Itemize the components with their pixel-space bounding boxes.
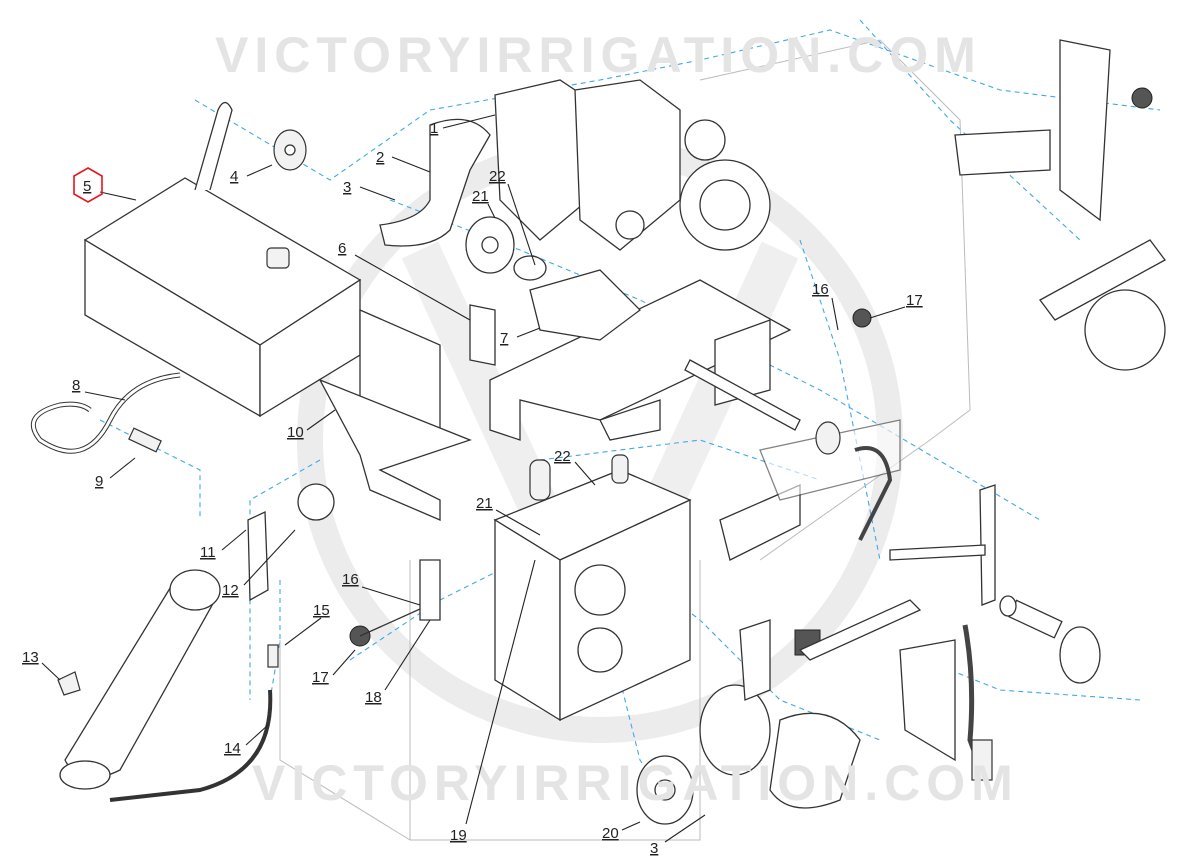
watermark-top: VICTORYIRRIGATION.COM <box>215 27 982 83</box>
pulley-hub <box>284 144 296 156</box>
callout-2[interactable]: 2 <box>376 149 384 166</box>
callout-4[interactable]: 4 <box>230 168 238 185</box>
callout-8[interactable]: 8 <box>72 377 80 394</box>
elbow-fitting <box>57 671 81 696</box>
exhaust-pipe <box>379 118 491 247</box>
callout-7[interactable]: 7 <box>500 330 508 347</box>
pulley <box>1059 626 1101 684</box>
machine-frame-outline <box>279 39 971 841</box>
callout-15[interactable]: 15 <box>313 602 330 619</box>
callout-12[interactable]: 12 <box>222 582 239 599</box>
throttle-cable <box>962 624 988 781</box>
callout-16-left[interactable]: 16 <box>342 571 359 588</box>
watermark-bottom: VICTORYIRRIGATION.COM <box>252 755 1019 811</box>
callout-19[interactable]: 19 <box>450 827 467 844</box>
callout-13[interactable]: 13 <box>22 649 39 666</box>
fuel-hose-inner <box>31 373 181 453</box>
tank-cap <box>266 247 290 269</box>
knob <box>852 308 872 328</box>
callout-3[interactable]: 3 <box>343 179 351 196</box>
callout-14[interactable]: 14 <box>224 740 241 757</box>
knob <box>1131 87 1153 109</box>
callout-1[interactable]: 1 <box>430 120 438 137</box>
callout-17-left[interactable]: 17 <box>312 669 329 686</box>
drive-shaft <box>684 359 801 431</box>
callout-labels: 1 2 3 4 5 6 7 8 9 10 11 12 13 14 15 16 1… <box>22 120 923 857</box>
callout-9[interactable]: 9 <box>95 473 103 490</box>
callout-10[interactable]: 10 <box>287 424 304 441</box>
v-belt <box>854 446 893 541</box>
callout-20[interactable]: 20 <box>602 825 619 842</box>
pressure-gauge <box>297 483 335 521</box>
hose <box>109 689 273 802</box>
callout-16-right[interactable]: 16 <box>812 281 829 298</box>
brake-band <box>769 712 861 809</box>
callout-3-bottom[interactable]: 3 <box>650 840 658 857</box>
engine <box>379 79 771 281</box>
gauge-and-pipe <box>57 483 441 802</box>
callout-leaders <box>41 114 906 843</box>
clutch-and-pulleys <box>636 87 1153 825</box>
v-belt <box>194 101 233 191</box>
callout-17-right[interactable]: 17 <box>906 292 923 309</box>
hose-fitting <box>128 427 162 453</box>
callout-21-top[interactable]: 21 <box>472 188 489 205</box>
callout-18[interactable]: 18 <box>365 689 382 706</box>
callout-11[interactable]: 11 <box>200 544 216 561</box>
callout-5[interactable]: 5 <box>83 178 91 195</box>
bearing <box>513 255 547 281</box>
selected-callout-highlight <box>73 167 103 203</box>
gearbox <box>493 454 692 722</box>
callout-6[interactable]: 6 <box>338 240 346 257</box>
callout-22-mid[interactable]: 22 <box>554 448 571 465</box>
detail-view-circle <box>1084 289 1166 371</box>
callout-21-mid[interactable]: 21 <box>476 495 493 512</box>
mounting-brackets <box>318 39 1166 561</box>
callout-22-top[interactable]: 22 <box>489 168 506 185</box>
fuel-tank <box>83 177 362 418</box>
clutch-drum <box>699 684 771 776</box>
shaft <box>1039 239 1166 321</box>
fitting <box>267 644 279 668</box>
